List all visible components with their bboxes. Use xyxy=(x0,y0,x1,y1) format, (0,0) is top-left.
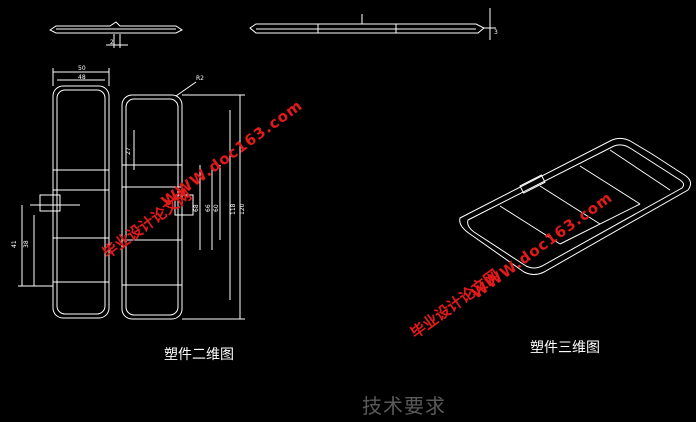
dim-mid-2: 68 xyxy=(193,204,200,212)
dim-mid-1: 27 xyxy=(125,147,132,155)
side-view-left xyxy=(49,21,183,48)
side-view-right xyxy=(249,8,496,40)
label-3d-view: 塑件三维图 xyxy=(530,340,600,356)
dim-top-small: 2 xyxy=(110,39,114,46)
front-view-right xyxy=(121,81,245,320)
dim-right-height-2: 120 xyxy=(239,203,246,215)
dim-radius: R2 xyxy=(196,75,204,82)
dim-left-height-2: 38 xyxy=(23,240,30,248)
dim-left-height-1: 41 xyxy=(11,240,18,248)
dim-width-inner: 48 xyxy=(78,74,86,81)
dim-right-small: 3 xyxy=(494,29,498,36)
dim-mid-4: 60 xyxy=(213,204,220,212)
dim-right-height-1: 118 xyxy=(230,203,237,215)
isometric-view xyxy=(459,137,692,275)
dim-mid-3: 66 xyxy=(205,204,212,212)
dim-width-outer: 50 xyxy=(78,65,86,72)
front-view-left xyxy=(18,68,110,319)
label-technical-requirements: 技术要求 xyxy=(362,394,446,418)
label-2d-view: 塑件二维图 xyxy=(164,347,234,363)
